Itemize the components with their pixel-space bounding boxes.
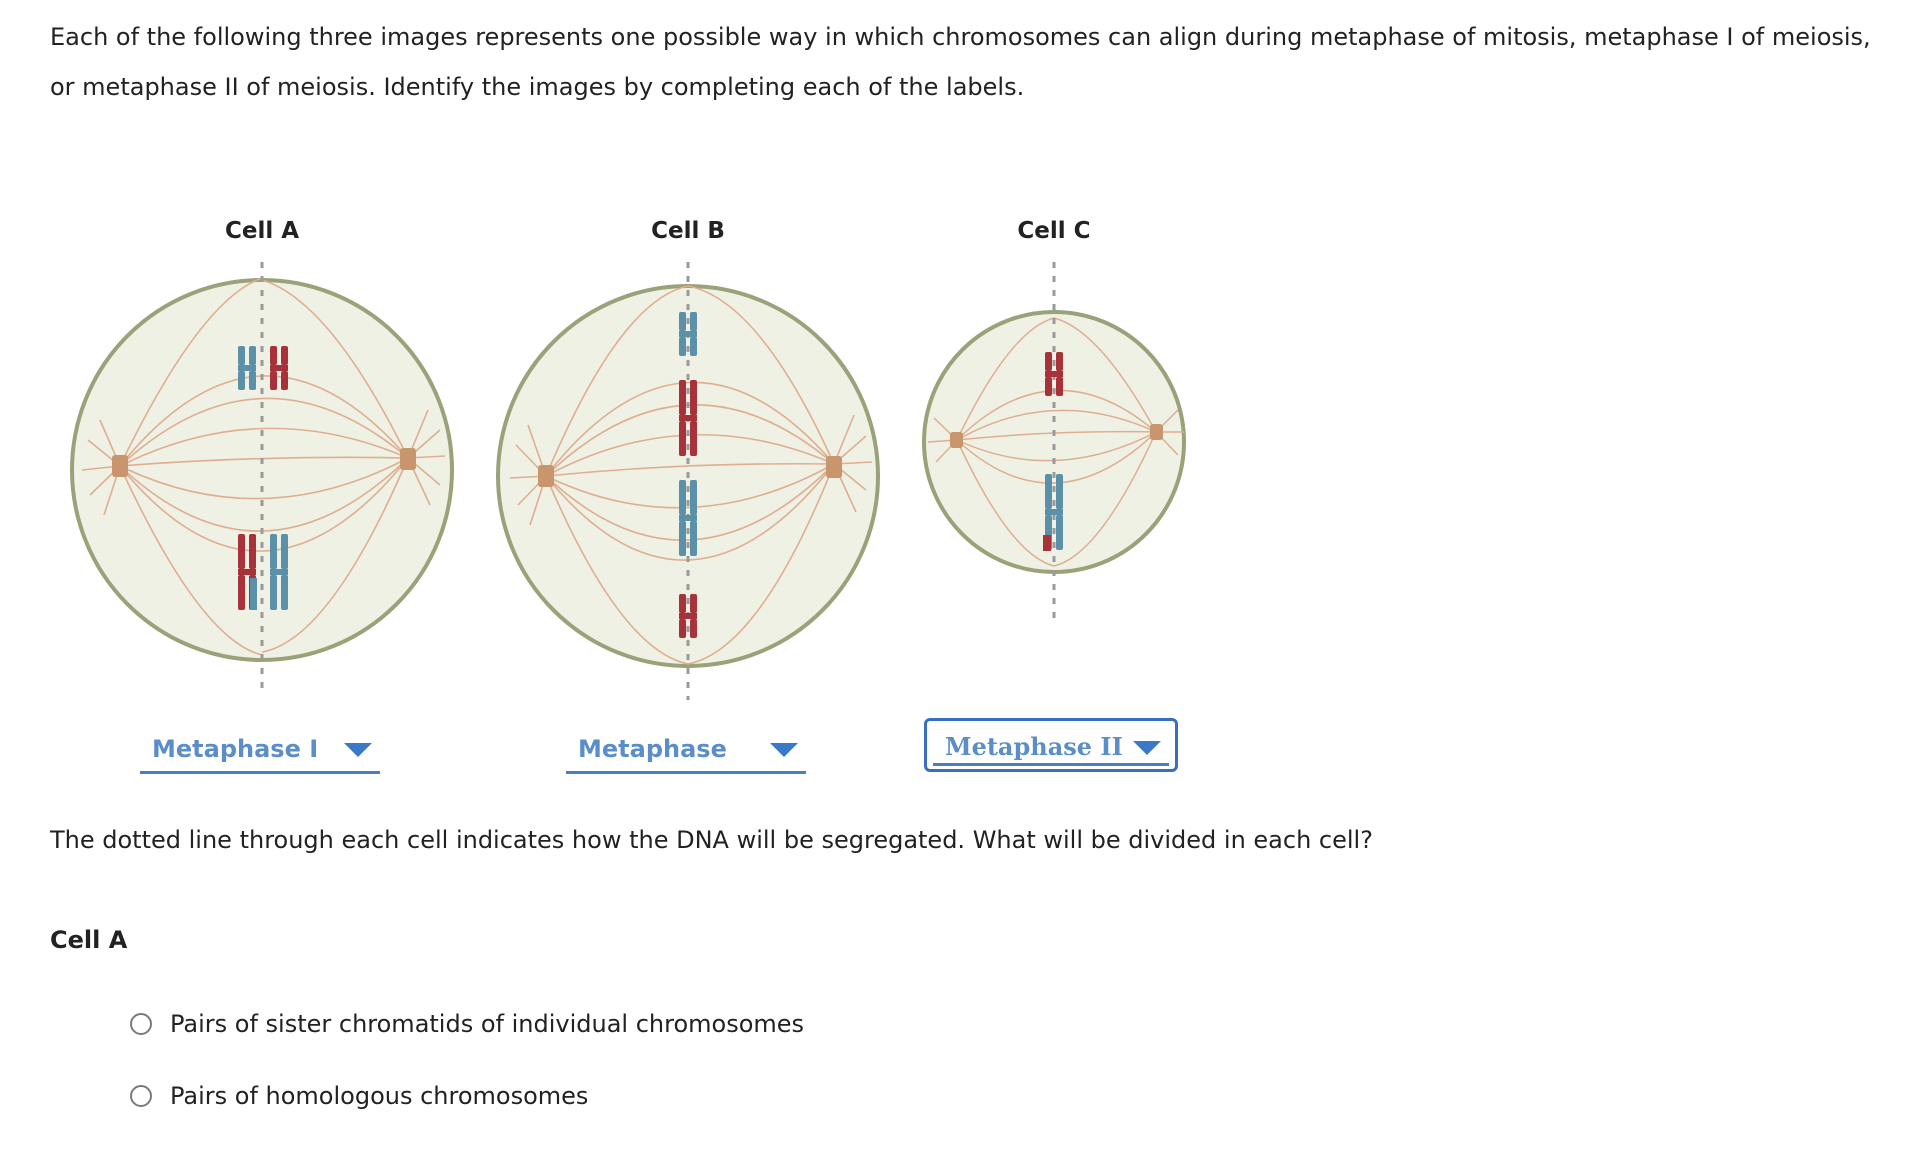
option-label: Pairs of sister chromatids of individual… <box>170 1010 805 1038</box>
cell-c-label-dropdown[interactable]: Metaphase II <box>924 718 1178 772</box>
caret-down-icon <box>344 742 372 757</box>
cell-a-drawing <box>70 262 454 690</box>
cell-b-label-dropdown[interactable]: Metaphase <box>566 726 806 774</box>
radio-circle-icon[interactable] <box>130 1085 152 1107</box>
instructions: Each of the following three images repre… <box>50 23 1871 101</box>
cell-c-drawing <box>922 262 1186 618</box>
cell-c-title: Cell C <box>1017 218 1091 244</box>
segregation-question: The dotted line through each cell indica… <box>50 826 1373 854</box>
cell-a-title: Cell A <box>224 218 300 244</box>
cell-b-title: Cell B <box>651 218 725 244</box>
option-sister-chromatids[interactable]: Pairs of sister chromatids of individual… <box>130 1010 804 1038</box>
cell-illustrations <box>70 262 1186 700</box>
cell-a-subquestion-title: Cell A <box>50 926 128 954</box>
option-label: Pairs of homologous chromosomes <box>170 1082 589 1110</box>
option-homologous-chromosomes[interactable]: Pairs of homologous chromosomes <box>130 1082 588 1110</box>
cell-a-label-dropdown[interactable]: Metaphase I <box>140 726 380 774</box>
cell-a-selected-value: Metaphase I <box>152 734 319 763</box>
cell-b-drawing <box>496 262 880 700</box>
caret-down-icon <box>770 742 798 757</box>
cell-b-selected-value: Metaphase <box>578 734 727 763</box>
cell-c-selected-value: Metaphase II <box>945 732 1123 761</box>
radio-circle-icon[interactable] <box>130 1013 152 1035</box>
caret-down-icon <box>1133 740 1161 755</box>
